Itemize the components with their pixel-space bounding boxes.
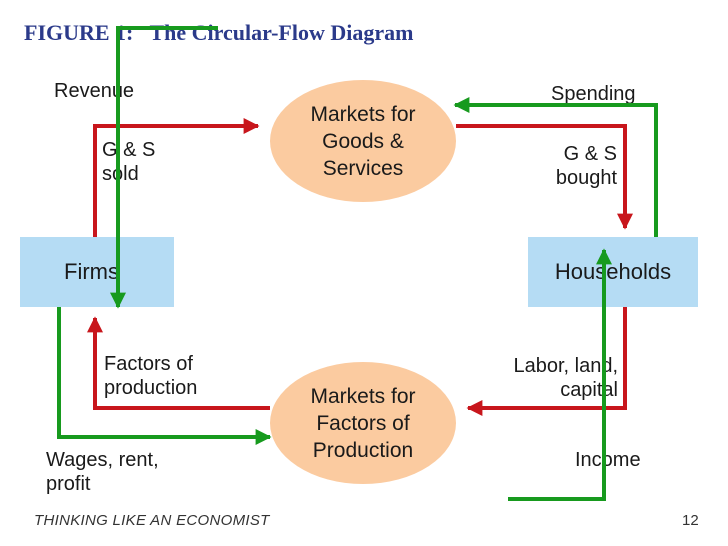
arrow-gs-sold [93,118,260,237]
households-box: Households [528,237,698,307]
label-spending: Spending [551,83,636,105]
footer-book-title: THINKING LIKE AN ECONOMIST [34,512,270,529]
label-factors-of-production: Factors of production [104,353,198,399]
figure-title: FIGURE 1: The Circular-Flow Diagram [24,20,413,46]
label-gs-bought: G & S bought [555,143,617,189]
label-gs-sold: G & S sold [102,139,156,185]
arrow-gs-bought [456,124,633,230]
arrow-labor-land-capital [466,307,627,416]
arrow-wages-rent-profit [57,307,272,445]
figure-title-text: The Circular-Flow Diagram [149,20,414,45]
firms-box: Firms [20,237,174,307]
arrow-factors-of-production [87,316,270,410]
label-revenue: Revenue [54,80,135,102]
arrow-revenue [110,26,218,309]
households-label: Households [554,259,672,284]
goods-services-market-label: Markets for Goods & Services [310,102,416,180]
page-number: 12 [682,512,699,529]
firms-label: Firms [64,259,119,284]
factors-production-market-label: Markets for Factors of Production [310,384,416,462]
arrow-income [508,248,612,501]
arrow-spending [453,97,658,237]
label-labor-land-capital: Labor, land, capital [513,355,618,401]
factors-production-market: Markets for Factors of Production [270,362,456,484]
label-wages-rent-profit: Wages, rent, profit [46,449,159,495]
goods-services-market: Markets for Goods & Services [270,80,456,202]
label-income: Income [575,449,641,471]
